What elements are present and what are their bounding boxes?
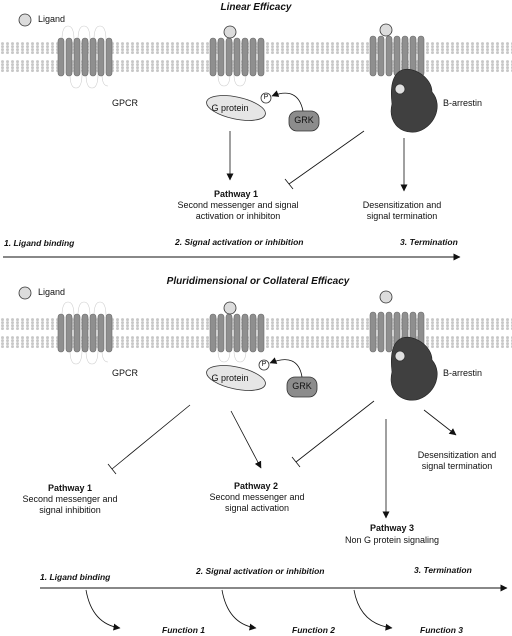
inhibit-bar-2a [107,463,117,475]
inhibit-bar-1 [284,178,294,190]
desensitization-line2-2: signal termination [421,461,493,471]
inhibit-line-1 [288,130,365,185]
step2-label: 2. Signal activation or inhibition [175,237,304,247]
inhibit-bar-2b [291,456,301,468]
ligand-label: Ligand [38,14,66,24]
ligand-legend-icon-2 [18,286,32,300]
grk-arrow-2 [269,357,303,378]
pathway1-desc-line2: activation or inhibiton [195,211,281,221]
function1-label: Function 1 [162,625,205,635]
gpcr-receptor-1c [369,35,425,77]
desensitization-line1-2: Desensitization and [417,450,497,460]
ligand-label-2: Ligand [38,287,66,297]
b-arrestin-shape-1 [390,68,438,133]
g-protein-shape-1 [206,95,266,121]
pathway1-title: Pathway 1 [213,189,259,199]
grk-arrow-1 [271,90,304,112]
grk-box-1 [288,110,320,132]
pathway1-desc-line1: Second messenger and signal [177,200,299,210]
panel2-title: Pluridimensional or Collateral Efficacy [166,276,350,287]
phospho-label-2: P [261,361,267,368]
arrow-pathway2-2 [230,410,262,469]
grk-label: GRK [294,115,314,125]
b-arrestin-label: B-arrestin [443,98,483,108]
phospho-icon-2 [258,359,270,371]
inhibit-line-2a [111,404,191,470]
pathway1-desc-line2-2: signal inhibition [39,505,101,515]
ligand-inner-icon-2 [394,350,406,362]
ligand-legend-icon-1 [18,13,32,27]
ligand-bound-icon-2a [223,301,237,315]
ligand-bound-icon-2b [379,290,393,304]
step1-label-2: 1. Ligand binding [40,572,111,582]
gpcr-receptor-1b [209,37,265,87]
g-protein-shape-2 [206,365,266,391]
pathway2-title: Pathway 2 [233,481,279,491]
inhibit-line-2b [295,400,375,463]
g-protein-label: G protein [211,103,249,113]
gpcr-receptor-2a [57,301,113,365]
step1-label: 1. Ligand binding [4,238,75,248]
function3-label: Function 3 [420,625,463,635]
step3-label: 3. Termination [400,237,458,247]
phospho-icon-1 [260,92,272,104]
ligand-bound-icon-1b [379,23,393,37]
desensitization-line2: signal termination [366,211,438,221]
gpcr-label: GPCR [112,98,139,108]
step3-label-2: 3. Termination [414,565,472,575]
grk-label-2: GRK [292,381,312,391]
panel1-title: Linear Efficacy [220,2,292,13]
function1-arrow [85,589,121,631]
step2-label-2: 2. Signal activation or inhibition [196,566,325,576]
function3-arrow [353,589,393,631]
function2-arrow [221,589,257,631]
gpcr-label-2: GPCR [112,368,139,378]
ligand-inner-icon-1 [394,83,406,95]
ligand-bound-icon-1a [223,25,237,39]
pathway2-desc-line2: signal activation [224,503,290,513]
pathway1-desc-line1-2: Second messenger and [22,494,118,504]
pathway3-title: Pathway 3 [369,523,415,533]
arrow-desens-2 [423,409,457,436]
g-protein-label-2: G protein [211,373,249,383]
gpcr-receptor-2b [209,313,265,363]
pathway1-title-2: Pathway 1 [47,483,93,493]
gpcr-receptor-1a [57,25,113,89]
function2-label: Function 2 [292,625,335,635]
desensitization-line1: Desensitization and [362,200,442,210]
b-arrestin-label-2: B-arrestin [443,368,483,378]
phospho-label: P [263,94,269,101]
pathway3-desc: Non G protein signaling [344,535,440,545]
pathway2-desc-line1: Second messenger and [209,492,305,502]
